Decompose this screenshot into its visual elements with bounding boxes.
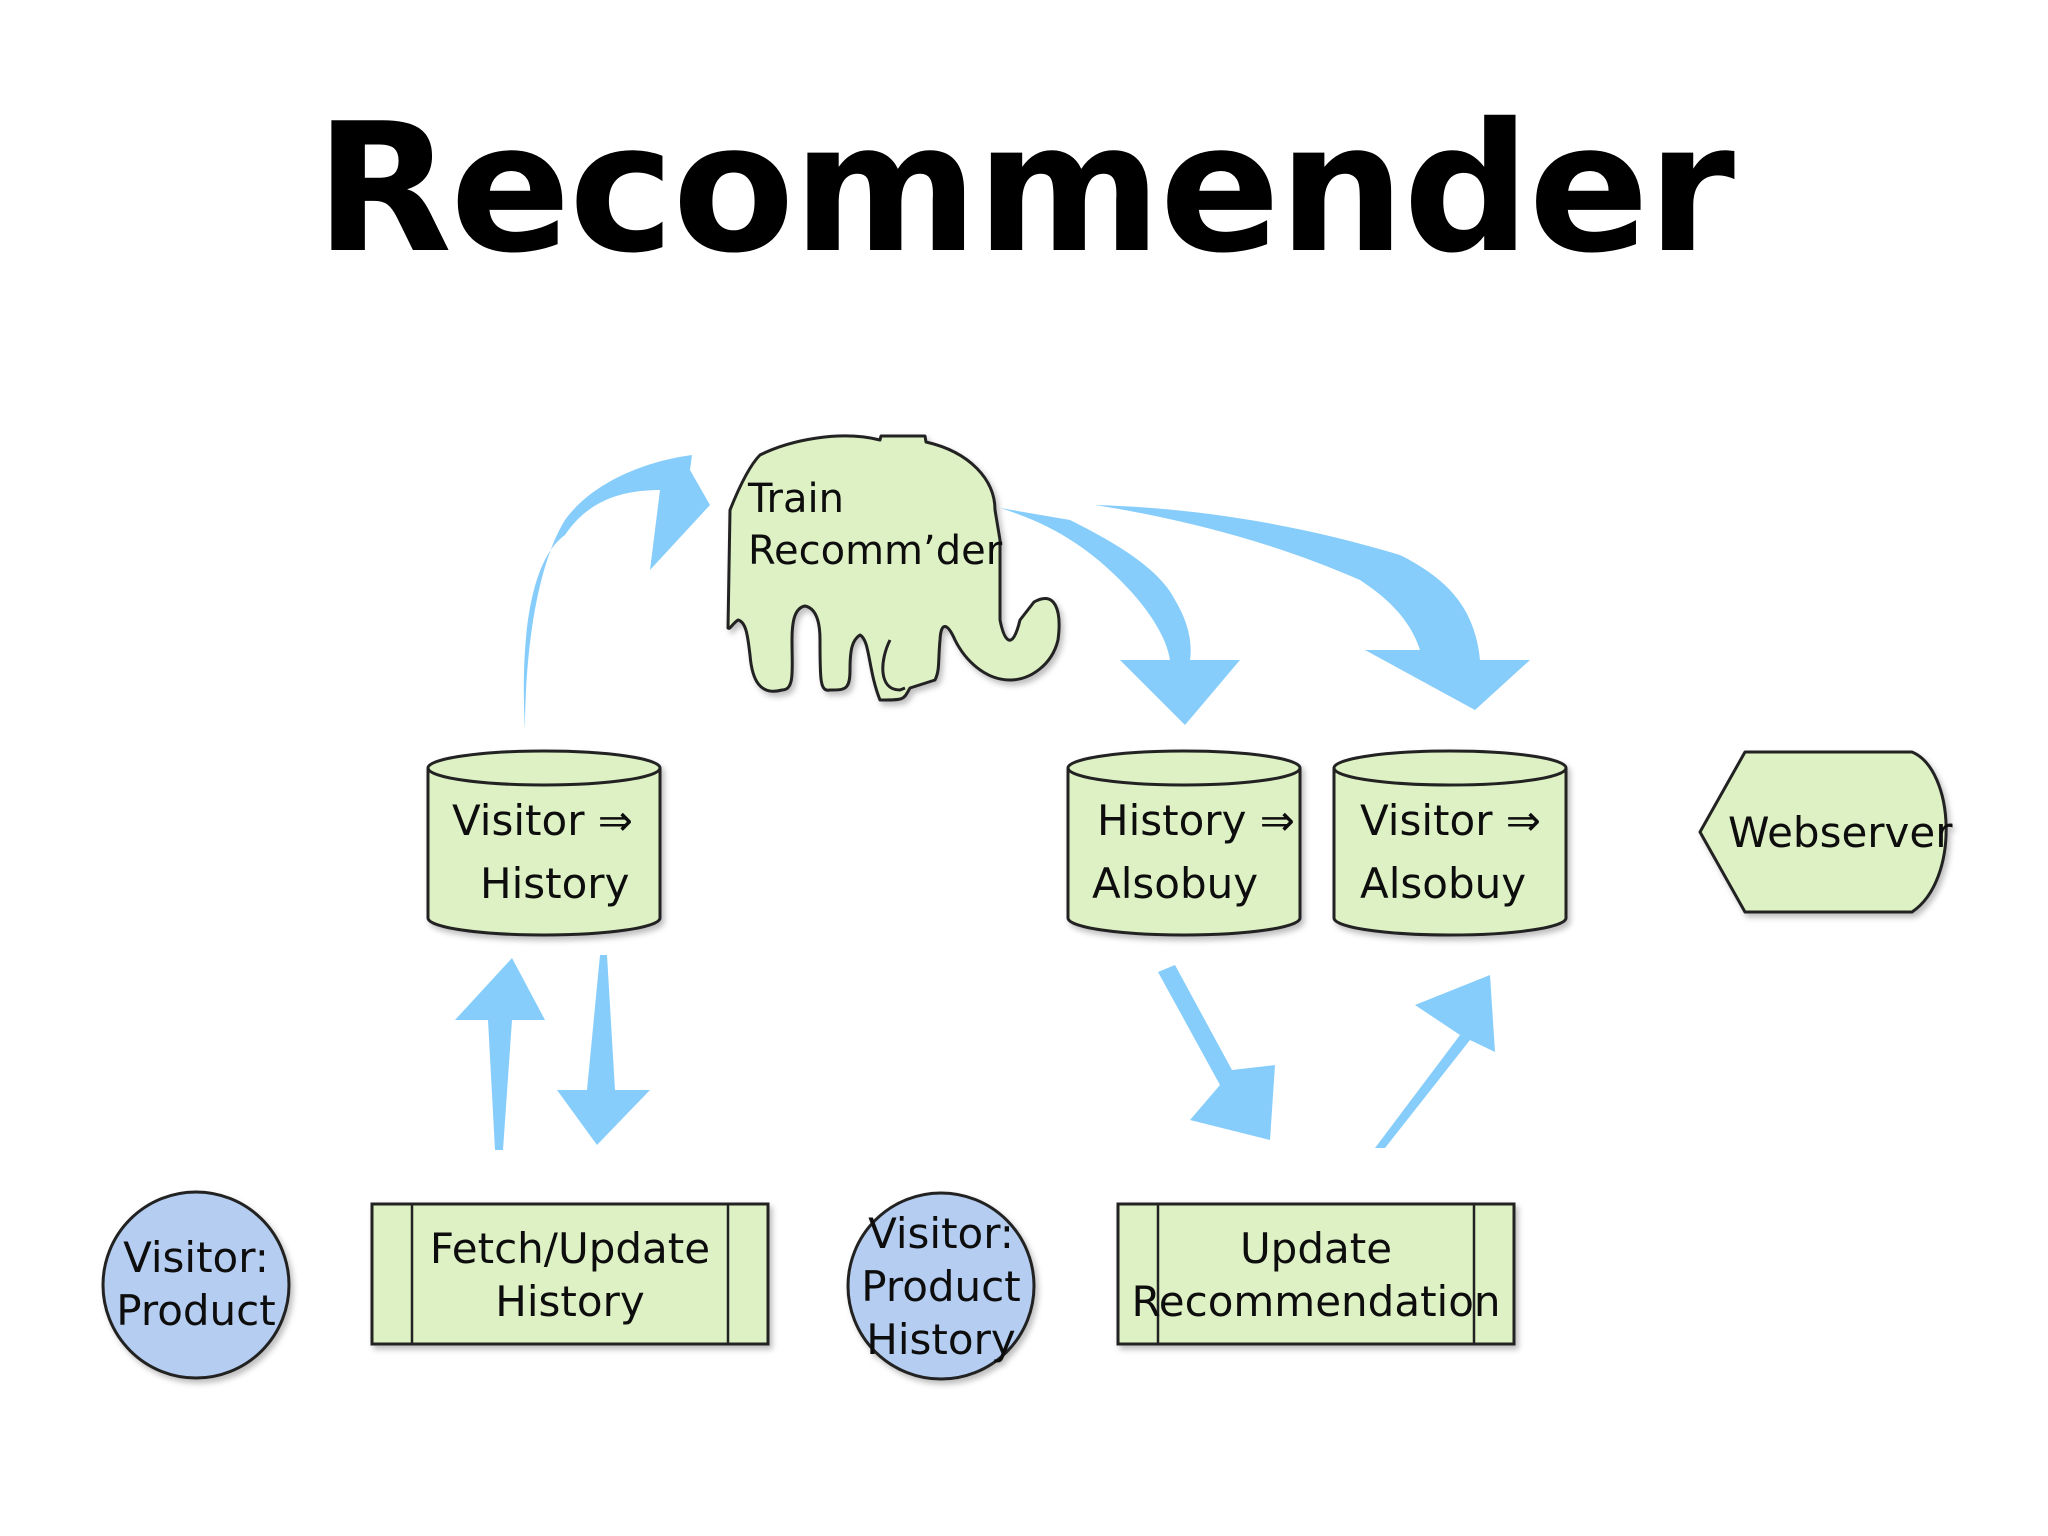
visitor-alsobuy-db-line2: Alsobuy xyxy=(1360,859,1526,908)
visitor-product-line1: Visitor: xyxy=(123,1233,269,1282)
update-rec-line1: Update xyxy=(1240,1224,1392,1273)
arrow-visitor-history-to-train xyxy=(523,455,710,730)
visitor-alsobuy-db[interactable]: Visitor ⇒ Alsobuy xyxy=(1332,749,1568,937)
train-recommender-node[interactable]: Train Recomm’der xyxy=(726,434,1061,702)
visitor-product-history-line2: Product xyxy=(861,1262,1020,1311)
elephant-icon xyxy=(726,434,1061,702)
update-recommendation-process[interactable]: Update Recommendation xyxy=(1116,1202,1516,1346)
webserver-label: Webserver xyxy=(1728,808,1953,857)
arrow-history-alsobuy-to-update xyxy=(1158,965,1275,1140)
slide-title: Recommender xyxy=(315,85,1735,292)
arrow-fetch-to-visitor-history xyxy=(455,958,545,1150)
update-rec-line2: Recommendation xyxy=(1131,1277,1500,1326)
visitor-product-history-line1: Visitor: xyxy=(868,1209,1014,1258)
webserver-node[interactable]: Webserver xyxy=(1698,750,1953,914)
history-alsobuy-db-line2: Alsobuy xyxy=(1092,859,1258,908)
visitor-product-circle[interactable]: Visitor: Product xyxy=(101,1190,291,1380)
visitor-product-history-line3: History xyxy=(866,1315,1015,1364)
arrow-update-to-visitor-alsobuy xyxy=(1375,975,1495,1148)
visitor-product-history-circle[interactable]: Visitor: Product History xyxy=(846,1191,1036,1381)
visitor-history-db-line1: Visitor ⇒ xyxy=(452,796,633,845)
visitor-history-db[interactable]: Visitor ⇒ History xyxy=(426,749,662,937)
fetch-update-line2: History xyxy=(495,1277,644,1326)
train-label-line2: Recomm’der xyxy=(748,528,1003,574)
arrow-train-to-visitor-alsobuy xyxy=(1095,505,1530,710)
arrow-visitor-history-to-fetch xyxy=(557,955,650,1145)
visitor-product-line2: Product xyxy=(116,1286,275,1335)
history-alsobuy-db[interactable]: History ⇒ Alsobuy xyxy=(1066,749,1302,937)
fetch-update-history-process[interactable]: Fetch/Update History xyxy=(370,1202,770,1346)
visitor-alsobuy-db-line1: Visitor ⇒ xyxy=(1360,796,1541,845)
history-alsobuy-db-line1: History ⇒ xyxy=(1097,796,1295,845)
arrow-train-to-history-alsobuy xyxy=(1000,508,1240,725)
fetch-update-line1: Fetch/Update xyxy=(430,1224,710,1273)
visitor-history-db-line2: History xyxy=(480,859,629,908)
train-label-line1: Train xyxy=(747,476,844,522)
